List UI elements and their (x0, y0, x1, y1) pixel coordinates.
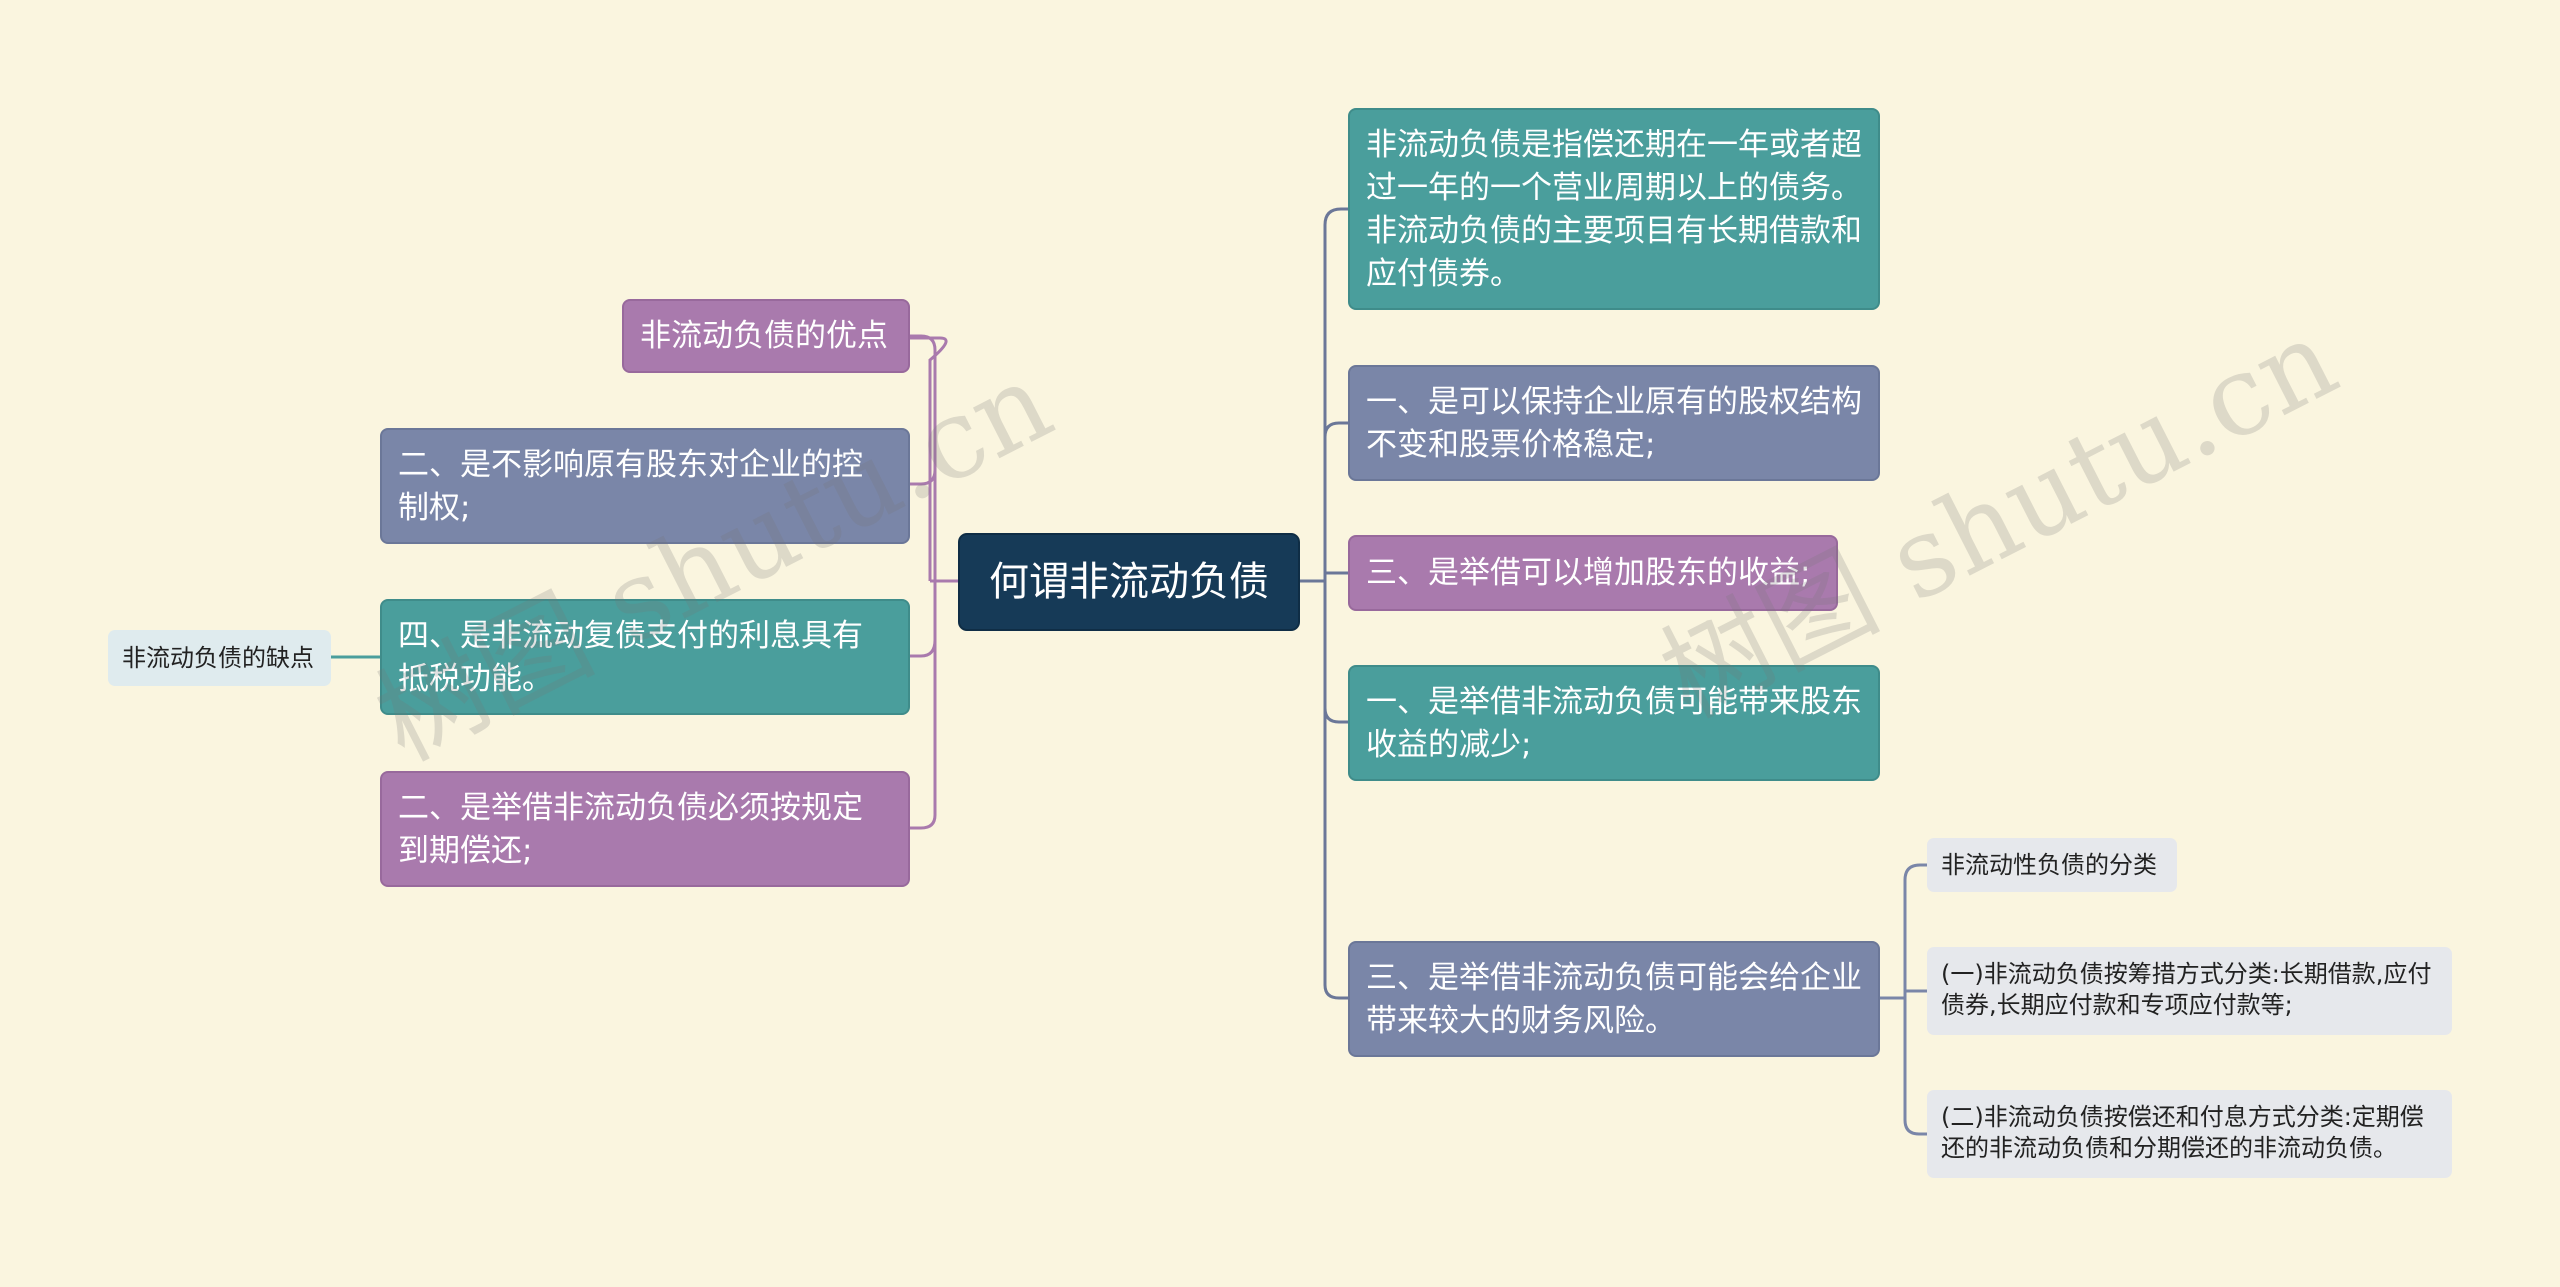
leaf-classification-2[interactable]: (二)非流动负债按偿还和付息方式分类:定期偿还的非流动负债和分期偿还的非流动负债… (1927, 1090, 2452, 1178)
connector-to-leaf-1 (1903, 863, 1927, 881)
connector-to-left-item-3 (910, 814, 937, 830)
connector-to-right-item-5 (1323, 984, 1348, 1000)
connector-to-leaf-3 (1903, 1119, 1927, 1136)
right-item-4[interactable]: 一、是举借非流动负债可能带来股东收益的减少; (1348, 665, 1880, 781)
left-item-3[interactable]: 二、是举借非流动负债必须按规定到期偿还; (380, 771, 910, 887)
right-item-definition[interactable]: 非流动负债是指偿还期在一年或者超过一年的一个营业周期以上的债务。非流动负债的主要… (1348, 108, 1880, 310)
connector-to-left-item-1 (910, 469, 937, 486)
connector-to-right-item-2 (1323, 421, 1348, 438)
leaf-classification-1[interactable]: (一)非流动负债按筹措方式分类:长期借款,应付债券,长期应付款和专项应付款等; (1927, 947, 2452, 1035)
advantages-node[interactable]: 非流动负债的优点 (622, 299, 910, 373)
connector-to-right-item-4 (1323, 707, 1348, 724)
right-item-5[interactable]: 三、是举借非流动负债可能会给企业带来较大的财务风险。 (1348, 941, 1880, 1057)
connector-left-advantages (910, 336, 948, 581)
left-item-1[interactable]: 二、是不影响原有股东对企业的控制权; (380, 428, 910, 544)
connector-to-advantages (910, 334, 937, 351)
left-item-2[interactable]: 四、是非流动复债支付的利息具有抵税功能。 (380, 599, 910, 715)
right-item-3[interactable]: 三、是举借可以增加股东的收益; (1348, 535, 1838, 611)
right-item-2[interactable]: 一、是可以保持企业原有的股权结构不变和股票价格稳定; (1348, 365, 1880, 481)
connector-to-left-item-2 (910, 639, 937, 658)
leaf-classification-title[interactable]: 非流动性负债的分类 (1927, 838, 2177, 892)
connector-to-right-item-1 (1323, 207, 1348, 226)
root-topic[interactable]: 何谓非流动负债 (958, 533, 1300, 631)
disadvantages-node[interactable]: 非流动负债的缺点 (108, 630, 331, 686)
